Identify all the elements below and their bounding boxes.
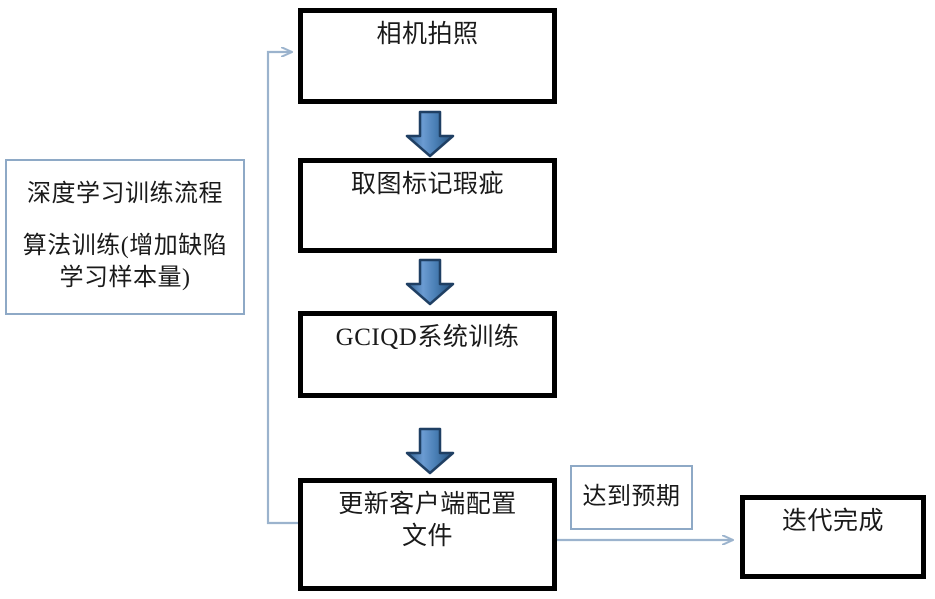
node-capture-label: 相机拍照	[376, 21, 479, 48]
node-update-client-config[interactable]: 更新客户端配置 文件	[298, 478, 557, 591]
node-capture[interactable]: 相机拍照	[298, 8, 557, 104]
down-arrow-icon-1	[405, 110, 455, 158]
note-line-3: 学习样本量)	[59, 264, 191, 291]
note-line-2: 算法训练(增加缺陷	[22, 233, 228, 260]
node-mark-defects[interactable]: 取图标记瑕疵	[298, 158, 557, 253]
down-arrow-icon-2	[405, 258, 455, 306]
note-line-1: 深度学习训练流程	[27, 181, 223, 208]
node-system-training[interactable]: GCIQD系统训练	[298, 311, 557, 398]
feedback-loop-edge	[266, 52, 298, 525]
node-mark-defects-label: 取图标记瑕疵	[350, 171, 504, 198]
node-system-training-label: GCIQD系统训练	[335, 324, 520, 351]
node-update-client-config-label: 更新客户端配置 文件	[338, 491, 517, 550]
node-iteration-complete[interactable]: 迭代完成	[740, 495, 926, 579]
training-process-note: 深度学习训练流程 算法训练(增加缺陷 学习样本量)	[5, 159, 245, 315]
edge-label-expected-text: 达到预期	[582, 483, 681, 510]
down-arrow-icon-3	[405, 427, 455, 475]
edge-label-expected: 达到预期	[570, 465, 693, 530]
node-iteration-complete-label: 迭代完成	[781, 508, 884, 535]
